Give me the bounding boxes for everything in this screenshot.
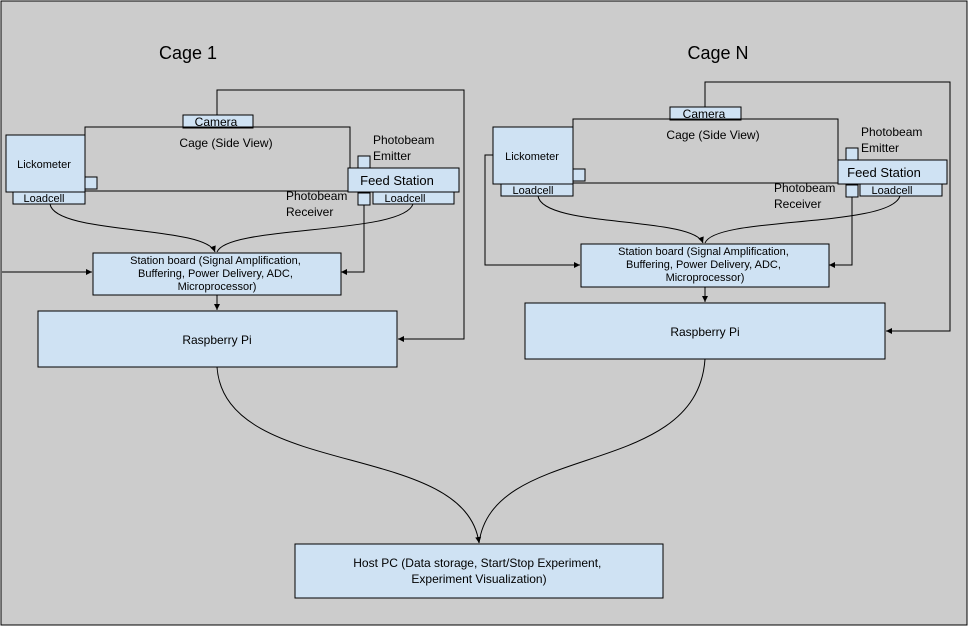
cage-n-loadcell-right-box xyxy=(859,183,943,197)
cage-1-feed-station-label: Feed Station xyxy=(360,173,434,188)
cage-1-camera-box xyxy=(182,114,254,129)
host-pc-line-2: Experiment Visualization) xyxy=(411,572,546,586)
cage-1-cage-label: Cage (Side View) xyxy=(179,136,272,150)
cage-1-receiver-connector xyxy=(341,205,365,275)
cage-n-photobeam-receiver-line-2: Receiver xyxy=(774,197,821,211)
cage-n-loadcell-left-label: Loadcell xyxy=(513,185,554,197)
cage-1-station-board-line-1: Station board (Signal Amplification, xyxy=(130,255,301,267)
cage-1-lickometer-label: Lickometer xyxy=(17,159,71,171)
cage-n-station-board-label: Station board (Signal Amplification, Buf… xyxy=(618,246,792,284)
cage-1-title: Cage 1 xyxy=(159,43,217,63)
cage-n-station-board-line-2: Buffering, Power Delivery, ADC, xyxy=(626,259,781,271)
cage-n-camera-label: Camera xyxy=(683,107,726,121)
cage-1-photobeam-emitter-line-1: Photobeam xyxy=(373,133,434,147)
cage-n-receiver-connector xyxy=(829,197,853,268)
cage-n-loadcell-right-connector xyxy=(704,195,901,244)
host-pc-label: Host PC (Data storage, Start/Stop Experi… xyxy=(353,556,604,586)
cage-1-photobeam-receiver-line-1: Photobeam xyxy=(286,189,347,203)
host-pc-line-1: Host PC (Data storage, Start/Stop Experi… xyxy=(353,556,601,570)
cage-1-loadcell-left-connector xyxy=(49,203,216,253)
cage-1-camera-label: Camera xyxy=(195,115,238,129)
cage-1-station-board-line-2: Buffering, Power Delivery, ADC, xyxy=(138,268,293,280)
cage-1-station-board-line-3: Microprocessor) xyxy=(178,281,257,293)
cage-1-loadcell-right-label: Loadcell xyxy=(385,193,426,205)
cage-n-station-board-line-3: Microprocessor) xyxy=(666,272,745,284)
cage-n-loadcell-left-connector xyxy=(537,195,704,244)
cage-n-camera-connector xyxy=(704,81,951,334)
cage-n-loadcell-left-box xyxy=(500,183,574,197)
cage-1-photobeam-emitter-label: Photobeam Emitter xyxy=(373,133,438,163)
cage-1-loadcell-right-connector xyxy=(216,203,414,253)
cage-1-photobeam-emitter-line-2: Emitter xyxy=(373,149,411,163)
cage-n-pi-to-host-connector xyxy=(478,358,706,544)
cage-n-station-board-line-1: Station board (Signal Amplification, xyxy=(618,246,789,258)
cage-1-lickometer-box xyxy=(5,134,86,193)
cage-1-camera-connector xyxy=(216,89,465,342)
cage-1-loadcell-right-box xyxy=(372,191,455,205)
cage-n-raspberry-pi-box xyxy=(524,302,886,360)
cage-1-pi-to-host-connector xyxy=(216,366,482,544)
cage-1-loadcell-left-box xyxy=(12,191,86,205)
cage-1-photobeam-receiver-label: Photobeam Receiver xyxy=(286,189,351,219)
cage-1-photobeam-emitter-sensor xyxy=(357,155,371,169)
cage-1-lickometer-sensor xyxy=(84,176,98,190)
cage-1-raspberry-pi-label: Raspberry Pi xyxy=(182,333,251,347)
cage-n-group: Cage N Camera Cage (Side View) Lickomete… xyxy=(484,43,951,360)
cage-1-raspberry-pi-box xyxy=(37,310,398,368)
cage-1-station-board-label: Station board (Signal Amplification, Buf… xyxy=(130,255,304,293)
cage-1-photobeam-receiver-sensor xyxy=(357,192,371,206)
cage-n-photobeam-emitter-label: Photobeam Emitter xyxy=(861,125,926,155)
host-pc-box xyxy=(294,543,664,599)
cage-n-photobeam-emitter-line-2: Emitter xyxy=(861,141,899,155)
cage-n-lickometer-label: Lickometer xyxy=(505,151,559,163)
cage-n-lickometer-box xyxy=(492,126,574,185)
cage-n-photobeam-emitter-line-1: Photobeam xyxy=(861,125,922,139)
cage-n-raspberry-pi-label: Raspberry Pi xyxy=(670,325,739,339)
cage-n-title: Cage N xyxy=(687,43,748,63)
host-pc-group: Host PC (Data storage, Start/Stop Experi… xyxy=(216,358,706,599)
cage-n-lickometer-sensor xyxy=(572,168,586,182)
cage-n-cage-label: Cage (Side View) xyxy=(666,128,759,142)
cage-n-photobeam-receiver-sensor xyxy=(845,184,859,198)
cage-1-station-board-box xyxy=(92,252,342,296)
cage-n-lickometer-connector xyxy=(484,154,580,268)
cage-n-photobeam-emitter-sensor xyxy=(845,147,859,161)
cage-1-photobeam-receiver-line-2: Receiver xyxy=(286,205,333,219)
cage-n-feed-station-label: Feed Station xyxy=(847,165,921,180)
cage-n-loadcell-right-label: Loadcell xyxy=(872,185,913,197)
cage-n-photobeam-receiver-line-1: Photobeam xyxy=(774,181,835,195)
cage-1-loadcell-left-label: Loadcell xyxy=(24,193,65,205)
cage-n-feed-station-box xyxy=(837,159,948,185)
cage-n-photobeam-receiver-label: Photobeam Receiver xyxy=(774,181,839,211)
cage-1-group: Cage 1 Camera Cage (Side View) Lickomete… xyxy=(2,43,465,368)
